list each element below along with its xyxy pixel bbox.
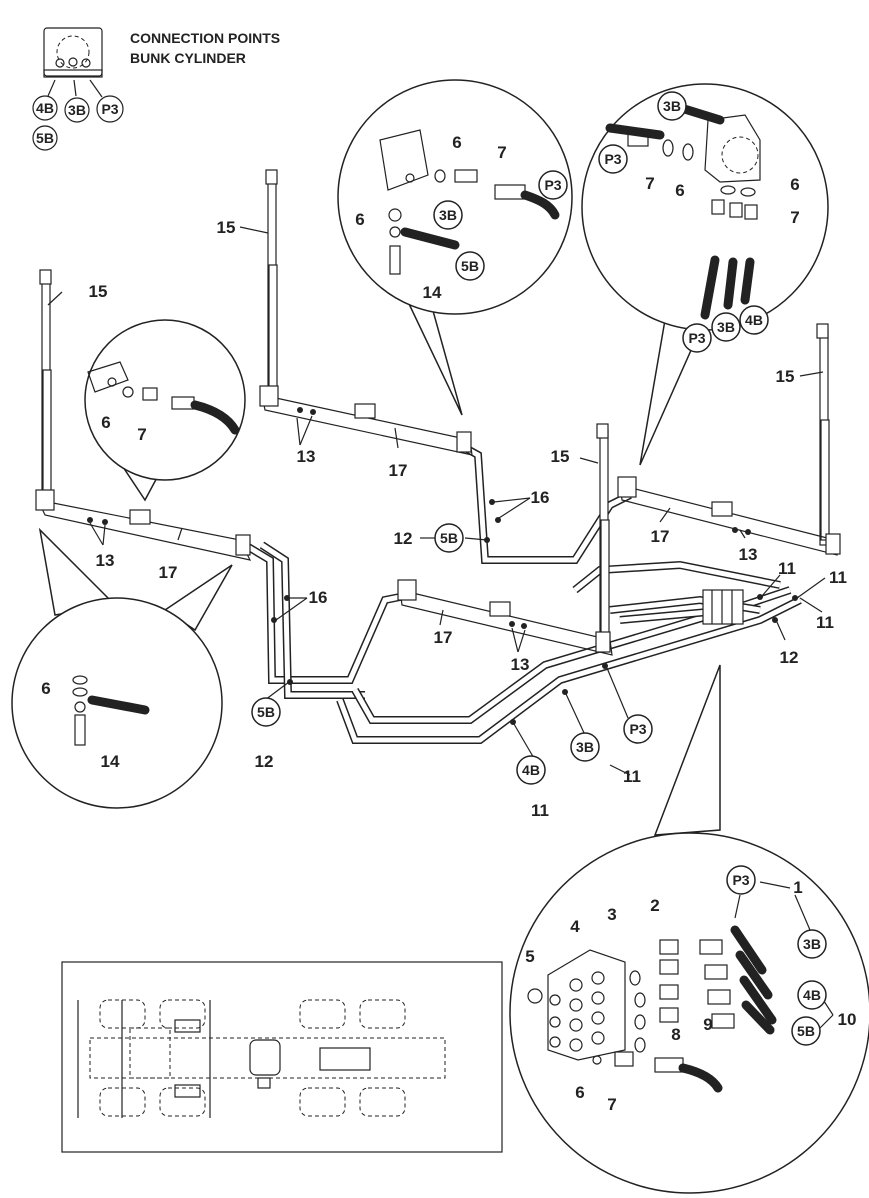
- circle-3b-d: 3B: [576, 739, 594, 755]
- bunk-right-rear: [617, 323, 841, 556]
- circle-3b-b: 3B: [663, 98, 681, 114]
- label-13-c: 13: [511, 655, 530, 674]
- circle-p3-a: P3: [544, 177, 561, 193]
- label-3: 3: [607, 905, 616, 924]
- label-1: 1: [793, 878, 802, 897]
- label-15-c: 15: [776, 367, 795, 386]
- label-11-c: 11: [816, 613, 834, 632]
- valve-block-small: [702, 589, 744, 625]
- conn-label-3b: 3B: [68, 102, 86, 118]
- zoom-top-center: [337, 79, 573, 416]
- label-7-e: 7: [607, 1095, 616, 1114]
- title-line-2: BUNK CYLINDER: [130, 50, 246, 66]
- label-12-a: 12: [394, 529, 413, 548]
- title-line-1: CONNECTION POINTS: [130, 30, 280, 46]
- circle-3b-a: 3B: [439, 207, 457, 223]
- label-15-a: 15: [217, 218, 236, 237]
- hose-routing: [242, 441, 802, 744]
- label-17-a: 17: [389, 461, 408, 480]
- zoom-bottom-right: [509, 664, 869, 1194]
- zoom-top-right: [581, 83, 829, 466]
- circle-3b-c: 3B: [717, 319, 735, 335]
- label-7-a: 7: [497, 143, 506, 162]
- connection-points-block: 4B 3B P3 5B: [32, 27, 124, 151]
- label-15-b: 15: [89, 282, 108, 301]
- circle-5b-d: 5B: [797, 1023, 815, 1039]
- circle-p3-e: P3: [732, 872, 749, 888]
- label-6-e: 6: [101, 413, 110, 432]
- conn-label-5b: 5B: [36, 130, 54, 146]
- label-6-b: 6: [355, 210, 364, 229]
- circle-5b-b: 5B: [440, 530, 458, 546]
- circle-p3-c: P3: [688, 330, 705, 346]
- circle-5b-c: 5B: [257, 704, 275, 720]
- label-6-a: 6: [452, 133, 461, 152]
- label-15-d: 15: [551, 447, 570, 466]
- circle-4b-c: 4B: [803, 987, 821, 1003]
- label-7-b: 7: [645, 174, 654, 193]
- label-9: 9: [703, 1015, 712, 1034]
- zoom-mid-left: [84, 319, 246, 502]
- zoom-bottom-left: [11, 527, 233, 809]
- leader-lines: [47, 226, 834, 1029]
- label-7-c: 7: [790, 208, 799, 227]
- machine-top-view-inset: [61, 961, 503, 1153]
- circle-4b-a: 4B: [745, 312, 763, 328]
- label-13-d: 13: [739, 545, 758, 564]
- label-16-a: 16: [309, 588, 328, 607]
- label-6-c: 6: [675, 181, 684, 200]
- circle-p3-b: P3: [604, 151, 621, 167]
- label-4: 4: [570, 917, 580, 936]
- label-14-b: 14: [101, 752, 120, 771]
- label-17-c: 17: [434, 628, 453, 647]
- bunk-left-front: [35, 269, 252, 561]
- label-11-b: 11: [829, 568, 847, 587]
- bunk-right-front: [397, 423, 613, 656]
- circled-labels: P3 3B 5B 3B P3 P3 3B 4B 5B 5B P3 3B 4B P…: [251, 91, 827, 1046]
- label-16-b: 16: [531, 488, 550, 507]
- circle-4b-b: 4B: [522, 762, 540, 778]
- label-12-b: 12: [255, 752, 274, 771]
- conn-label-p3: P3: [101, 101, 118, 117]
- label-13-a: 13: [297, 447, 316, 466]
- label-6-d: 6: [790, 175, 799, 194]
- conn-label-4b: 4B: [36, 100, 54, 116]
- label-7-d: 7: [137, 425, 146, 444]
- label-10: 10: [838, 1010, 857, 1029]
- circle-3b-e: 3B: [803, 936, 821, 952]
- label-11-e: 11: [531, 801, 549, 820]
- label-11-d: 11: [623, 767, 641, 786]
- label-14-a: 14: [423, 283, 442, 302]
- label-6-g: 6: [575, 1083, 584, 1102]
- label-13-b: 13: [96, 551, 115, 570]
- circle-5b-a: 5B: [461, 258, 479, 274]
- label-8: 8: [671, 1025, 680, 1044]
- bunk-left-rear: [259, 169, 473, 456]
- label-17-d: 17: [651, 527, 670, 546]
- label-2: 2: [650, 896, 659, 915]
- part-number-labels: 15 15 15 15 13 13 13 13 17 17 17 17 16 1…: [41, 133, 856, 1114]
- circle-p3-d: P3: [629, 721, 646, 737]
- label-17-b: 17: [159, 563, 178, 582]
- label-6-f: 6: [41, 679, 50, 698]
- label-12-c: 12: [780, 648, 799, 667]
- label-5: 5: [525, 947, 534, 966]
- label-11-a: 11: [778, 559, 796, 578]
